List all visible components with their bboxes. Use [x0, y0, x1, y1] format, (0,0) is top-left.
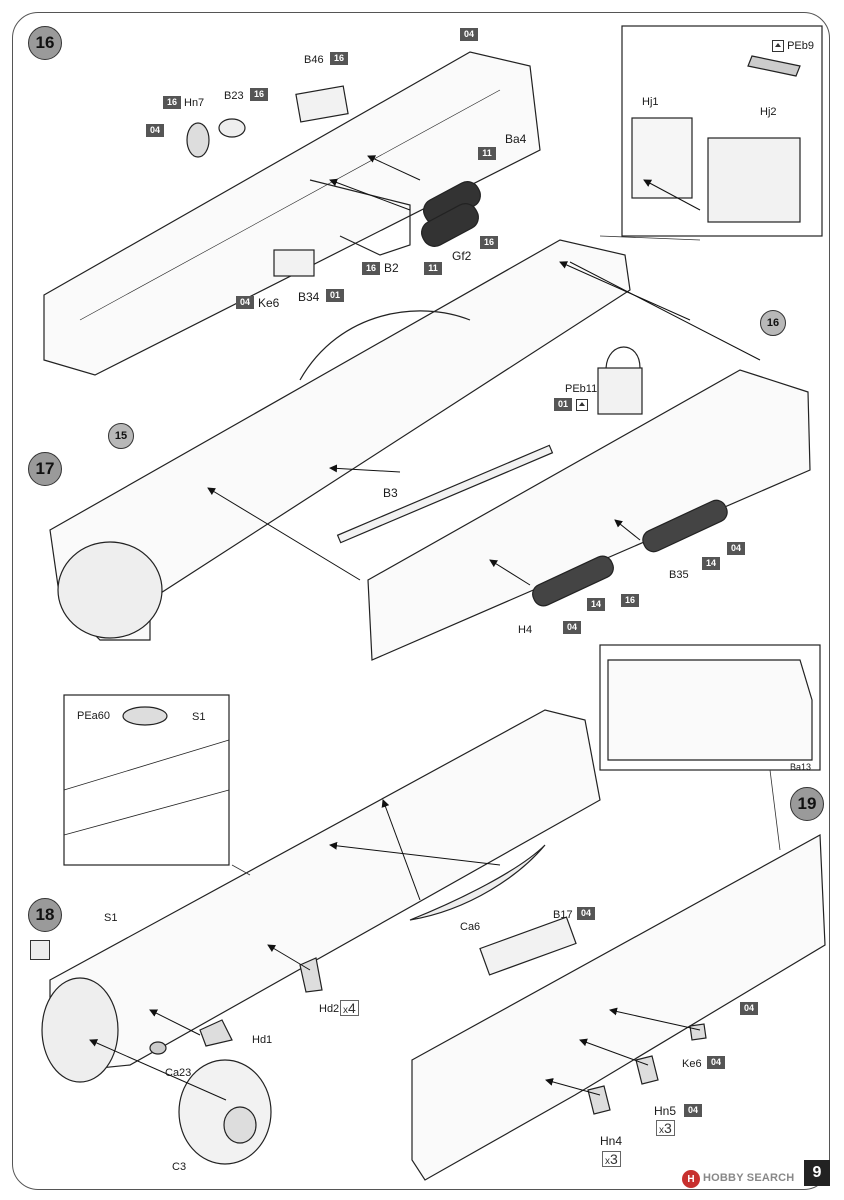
label-hj1: Hj1 [642, 96, 659, 108]
label-hd1: Hd1 [252, 1034, 273, 1046]
label-peb9-text: PEb9 [787, 40, 814, 52]
c3-wheel [178, 1059, 272, 1165]
badge-ke6-bottom: 04 [707, 1056, 725, 1069]
badge-peb11: 01 [554, 398, 572, 411]
hd1-part [199, 1019, 233, 1047]
b2-handle [309, 179, 411, 256]
badge-hn5: 04 [684, 1104, 702, 1117]
h4-tube [532, 555, 614, 607]
label-ba4: Ba4 [505, 132, 527, 146]
b3-strip [336, 444, 554, 544]
photo-etch-icon [576, 399, 588, 411]
b23-part [218, 118, 246, 138]
label-s1-main: S1 [104, 912, 118, 924]
photo-etch-icon [772, 40, 784, 53]
badge-gf2-16a: 16 [480, 236, 498, 249]
hn4-part [587, 1085, 611, 1115]
hull-wheel-17 [57, 541, 163, 639]
multiplier-hd2: x4 [340, 1000, 359, 1016]
label-h4: H4 [518, 624, 533, 636]
label-b23: B23 [224, 90, 244, 102]
ca23-part [149, 1041, 167, 1055]
ba4-panel [43, 51, 541, 376]
label-hj2: Hj2 [760, 106, 777, 118]
b46-part [295, 85, 349, 123]
label-b46: B46 [304, 54, 324, 66]
hn7-part [186, 122, 210, 158]
glue-icon [30, 940, 50, 960]
label-c3: C3 [172, 1161, 187, 1173]
label-s1-inset: S1 [192, 711, 206, 723]
label-hn5: Hn5 [654, 1104, 677, 1118]
hn5-part [635, 1055, 659, 1085]
label-hd2: Hd2 [319, 1003, 340, 1015]
hobby-search-logo: H [682, 1170, 700, 1188]
badge-hn7-04: 04 [146, 124, 164, 137]
badge-b17: 04 [577, 907, 595, 920]
peb11-box [597, 367, 643, 415]
label-b17: B17 [553, 909, 573, 921]
badge-b34: 01 [326, 289, 344, 302]
label-pea60: PEa60 [77, 710, 111, 722]
ref-step-16: 16 [760, 310, 786, 336]
badge-ke6-top: 04 [236, 296, 254, 309]
inner-panel-16 [367, 369, 811, 661]
b35-tube [642, 499, 728, 553]
badge-b46: 16 [330, 52, 348, 65]
badge-b35-14: 14 [702, 557, 720, 570]
badge-gf2-11a: 11 [478, 147, 496, 160]
hull-wheel-18 [41, 977, 119, 1083]
page-number: 9 [804, 1160, 830, 1186]
badge-h4-04: 04 [563, 621, 581, 634]
label-ba13: Ba13 [790, 762, 812, 772]
badge-b2: 16 [362, 262, 380, 275]
label-b2: B2 [384, 261, 399, 275]
badge-gf2-11b: 11 [424, 262, 442, 275]
badge-ba-04: 04 [740, 1002, 758, 1015]
label-hn4: Hn4 [600, 1134, 623, 1148]
b17-bracket [479, 916, 577, 976]
label-ca6: Ca6 [460, 921, 481, 933]
ref-step-15: 15 [108, 423, 134, 449]
badge-h4-14: 14 [587, 598, 605, 611]
badge-hn7: 16 [163, 96, 181, 109]
badge-mid-16: 16 [621, 594, 639, 607]
watermark-text: HOBBY SEARCH [703, 1172, 795, 1184]
step-19-number: 19 [790, 787, 824, 821]
step-18-number: 18 [28, 898, 62, 932]
label-ke6-bottom: Ke6 [682, 1058, 702, 1070]
label-peb11: PEb11 [565, 383, 598, 395]
instruction-sheet-border [12, 12, 830, 1190]
label-ca23: Ca23 [165, 1067, 192, 1079]
badge-b35-04: 04 [727, 542, 745, 555]
label-hn7: Hn7 [184, 97, 205, 109]
ba-panel-19 [411, 834, 826, 1181]
multiplier-hn5: x3 [656, 1120, 675, 1136]
label-peb9: PEb9 [770, 40, 814, 53]
badge-04-top: 04 [460, 28, 478, 41]
hd2-part [299, 957, 323, 993]
label-ke6-top: Ke6 [258, 296, 280, 310]
label-gf2: Gf2 [452, 249, 472, 263]
ke6-bottom-part [689, 1023, 707, 1041]
multiplier-hn4-value: 3 [610, 1151, 618, 1167]
b34-part [273, 249, 315, 277]
label-b3: B3 [383, 486, 398, 500]
badge-b23: 16 [250, 88, 268, 101]
step-17-number: 17 [28, 452, 62, 486]
multiplier-hd2-value: 4 [348, 1000, 356, 1016]
multiplier-hn5-value: 3 [664, 1120, 672, 1136]
label-b34: B34 [298, 290, 320, 304]
multiplier-hn4: x3 [602, 1151, 621, 1167]
gf2-tank-lower [421, 203, 479, 247]
label-b35: B35 [669, 569, 689, 581]
step-16-number: 16 [28, 26, 62, 60]
